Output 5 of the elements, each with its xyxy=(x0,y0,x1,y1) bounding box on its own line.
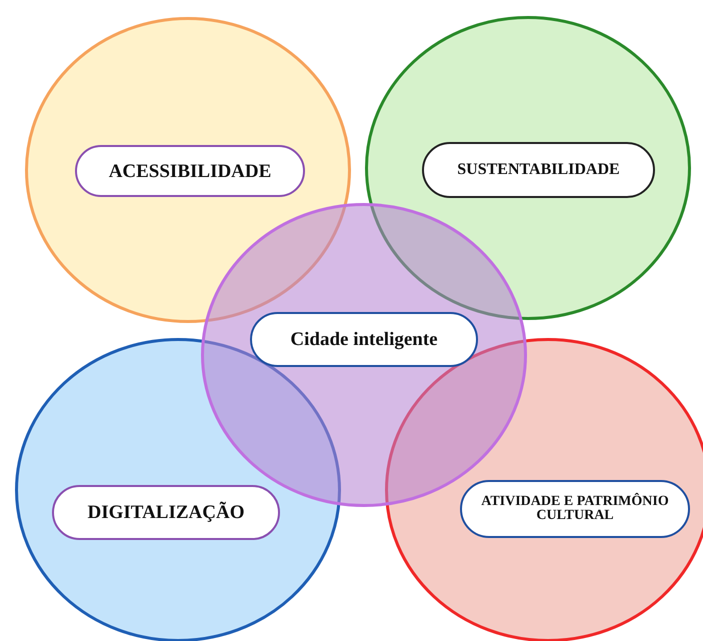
topic-pill: Cidade inteligente xyxy=(250,312,478,367)
topic-pill: DIGITALIZAÇÃO xyxy=(52,485,280,540)
topic-pill: ATIVIDADE E PATRIMÔNIO CULTURAL xyxy=(460,480,690,538)
topic-pill: ACESSIBILIDADE xyxy=(75,145,305,197)
topic-pill: SUSTENTABILIDADE xyxy=(422,142,655,198)
